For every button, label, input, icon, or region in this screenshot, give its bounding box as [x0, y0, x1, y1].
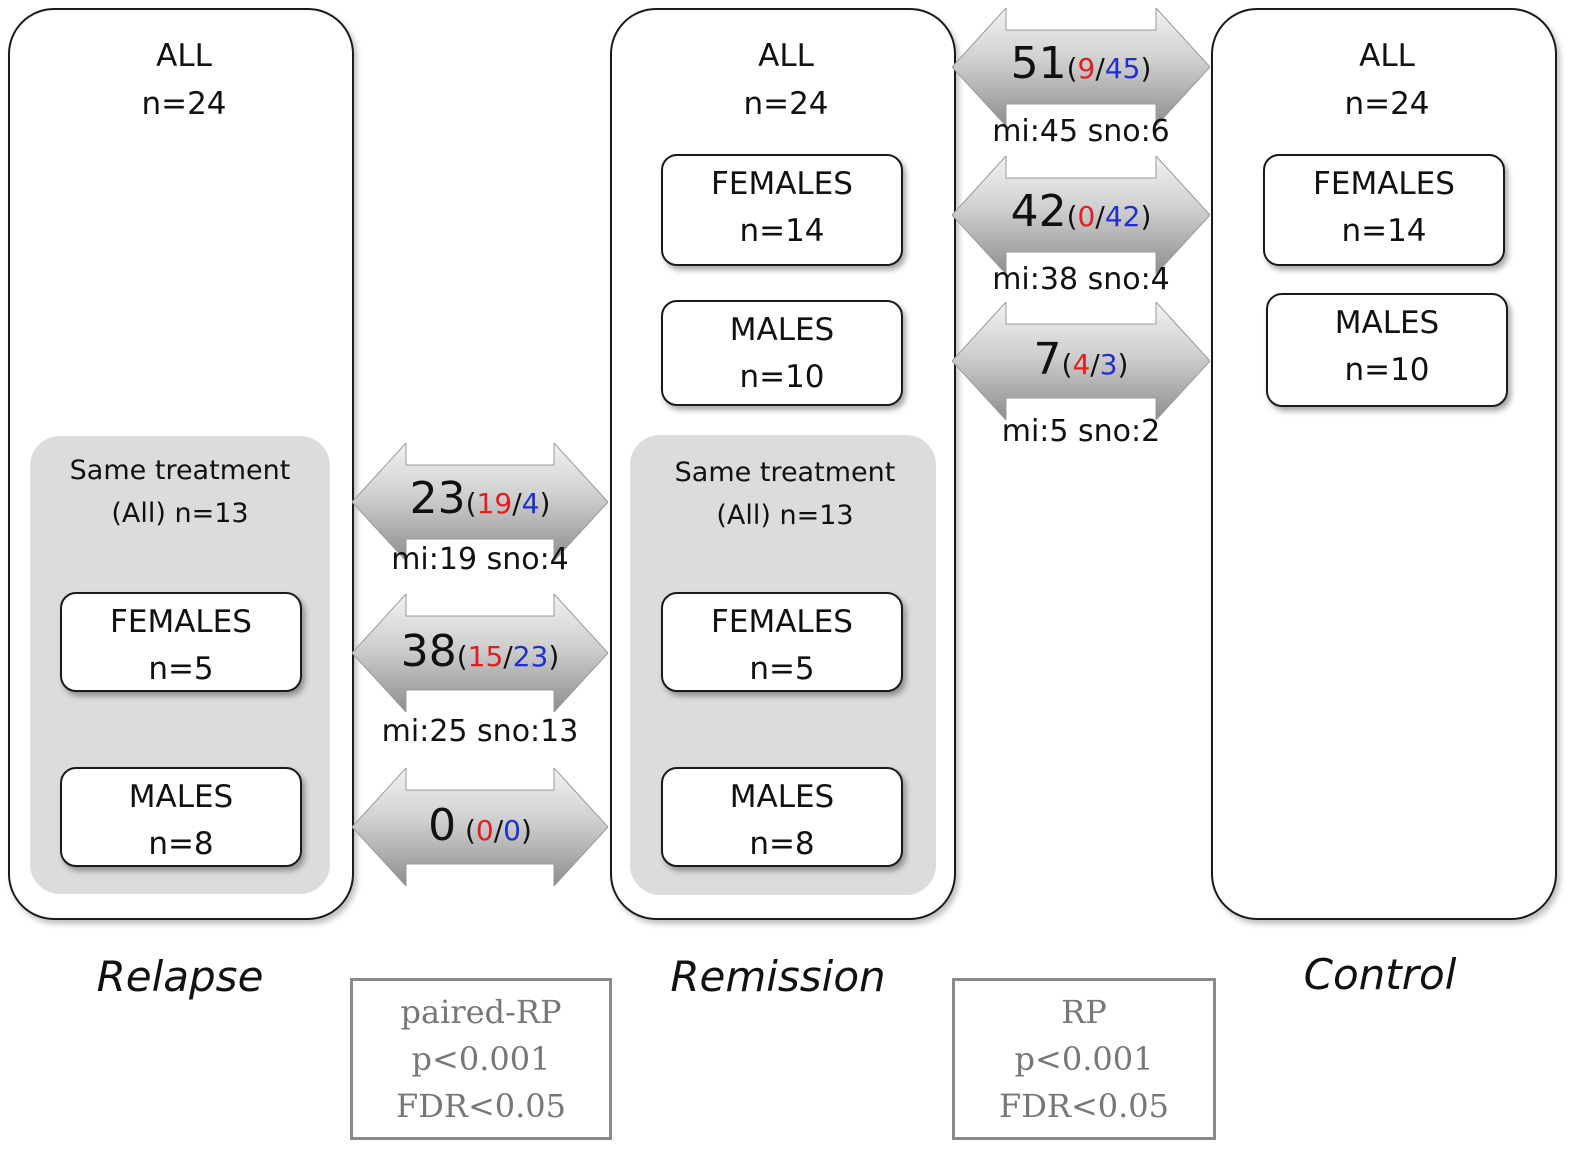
arrow-rr-females-detail: mi:25 sno:13 — [381, 714, 579, 749]
remission-all-label: ALL — [758, 38, 814, 74]
control-females-label: FEMALES — [1313, 166, 1455, 202]
remission-females-box: FEMALES n=14 — [661, 154, 903, 266]
arrow-rr-females-label: 38(15/23) — [400, 626, 560, 677]
double-arrow-icon — [952, 156, 1210, 274]
remission-same-treatment-line2: (All) n=13 — [716, 500, 854, 531]
arrow-rr-all-down: 4 — [521, 487, 540, 520]
arrow-rc-males: 7(4/3) — [952, 302, 1210, 420]
arrow-rr-all-detail: mi:19 sno:4 — [391, 542, 569, 577]
arrow-rc-all-detail: mi:45 sno:6 — [992, 114, 1170, 149]
arrow-rr-males-label: 0 (0/0) — [428, 800, 532, 851]
arrow-rr-females: 38(15/23) — [352, 594, 608, 712]
arrow-rr-females-down: 23 — [512, 640, 549, 673]
relapse-males-n: n=8 — [148, 826, 214, 862]
arrow-rc-males-label: 7(4/3) — [1033, 334, 1129, 385]
arrow-rc-females: 42(0/42) — [952, 156, 1210, 274]
remission-all-header: ALL n=24 — [610, 32, 962, 128]
arrow-rc-all-label: 51(9/45) — [1010, 38, 1152, 89]
remission-same-females-n: n=5 — [749, 651, 815, 687]
control-males-n: n=10 — [1344, 352, 1430, 388]
double-arrow-icon — [952, 302, 1210, 420]
arrow-rr-all-label: 23(19/4) — [409, 473, 551, 524]
rp-fdr: FDR<0.05 — [998, 1087, 1169, 1125]
remission-same-females-box: FEMALES n=5 — [661, 592, 903, 692]
arrow-rc-all-up: 9 — [1077, 52, 1096, 85]
arrow-rc-males-detail: mi:5 sno:2 — [1001, 414, 1161, 449]
remission-same-treatment-line1: Same treatment — [674, 457, 896, 488]
arrow-rr-all: 23(19/4) — [352, 443, 608, 561]
relapse-females-box: FEMALES n=5 — [60, 592, 302, 692]
paired-rp-method: paired-RP — [400, 993, 562, 1031]
remission-males-n: n=10 — [739, 359, 825, 395]
remission-same-males-label: MALES — [729, 779, 835, 815]
control-group — [1211, 8, 1557, 920]
arrow-rr-males-total: 0 — [428, 800, 457, 851]
relapse-title: Relapse — [96, 952, 264, 1001]
arrow-rc-males-down: 3 — [1099, 348, 1118, 381]
rp-method: RP — [1061, 993, 1107, 1031]
remission-females-label: FEMALES — [711, 166, 853, 202]
arrow-rr-females-total: 38 — [400, 626, 457, 677]
arrow-rr-all-up: 19 — [476, 487, 513, 520]
control-all-header: ALL n=24 — [1211, 32, 1563, 128]
arrow-rr-all-total: 23 — [409, 473, 466, 524]
arrow-rc-all-down: 45 — [1104, 52, 1141, 85]
relapse-males-box: MALES n=8 — [60, 767, 302, 867]
remission-same-males-n: n=8 — [749, 826, 815, 862]
control-females-box: FEMALES n=14 — [1263, 154, 1505, 266]
control-title: Control — [1303, 950, 1457, 999]
relapse-same-treatment-label: Same treatment (All) n=13 — [30, 449, 330, 535]
remission-same-males-box: MALES n=8 — [661, 767, 903, 867]
arrow-rr-males-up: 0 — [475, 814, 494, 847]
arrow-rc-all: 51(9/45) — [952, 8, 1210, 126]
paired-rp-pvalue: p<0.001 — [411, 1040, 551, 1078]
relapse-males-label: MALES — [128, 779, 234, 815]
double-arrow-icon — [352, 594, 608, 712]
arrow-rc-males-total: 7 — [1033, 334, 1062, 385]
relapse-all-label: ALL — [156, 38, 212, 74]
paired-rp-note: paired-RP p<0.001 FDR<0.05 — [350, 978, 612, 1140]
remission-females-n: n=14 — [739, 213, 825, 249]
relapse-same-treatment-line2: (All) n=13 — [111, 498, 249, 529]
control-females-n: n=14 — [1341, 213, 1427, 249]
remission-males-box: MALES n=10 — [661, 300, 903, 406]
double-arrow-icon — [352, 768, 608, 886]
relapse-all-header: ALL n=24 — [8, 32, 360, 128]
relapse-females-n: n=5 — [148, 651, 214, 687]
arrow-rc-females-up: 0 — [1077, 200, 1096, 233]
arrow-rc-females-total: 42 — [1010, 186, 1067, 237]
control-all-n: n=24 — [1344, 86, 1430, 122]
remission-males-label: MALES — [729, 312, 835, 348]
relapse-same-treatment-line1: Same treatment — [69, 455, 291, 486]
arrow-rr-females-up: 15 — [467, 640, 504, 673]
remission-same-treatment-label: Same treatment (All) n=13 — [632, 451, 938, 537]
arrow-rc-females-detail: mi:38 sno:4 — [992, 262, 1170, 297]
paired-rp-fdr: FDR<0.05 — [395, 1087, 566, 1125]
remission-title: Remission — [670, 952, 886, 1001]
arrow-rc-females-down: 42 — [1104, 200, 1141, 233]
remission-same-females-label: FEMALES — [711, 604, 853, 640]
control-males-box: MALES n=10 — [1266, 293, 1508, 407]
arrow-rr-males: 0 (0/0) — [352, 768, 608, 886]
arrow-rc-all-total: 51 — [1010, 38, 1067, 89]
control-all-label: ALL — [1359, 38, 1415, 74]
rp-note: RP p<0.001 FDR<0.05 — [952, 978, 1216, 1140]
remission-all-n: n=24 — [743, 86, 829, 122]
relapse-females-label: FEMALES — [110, 604, 252, 640]
double-arrow-icon — [952, 8, 1210, 126]
relapse-all-n: n=24 — [141, 86, 227, 122]
double-arrow-icon — [352, 443, 608, 561]
control-males-label: MALES — [1334, 305, 1440, 341]
rp-pvalue: p<0.001 — [1014, 1040, 1154, 1078]
arrow-rc-males-up: 4 — [1072, 348, 1091, 381]
arrow-rr-males-down: 0 — [503, 814, 521, 847]
arrow-rc-females-label: 42(0/42) — [1010, 186, 1152, 237]
